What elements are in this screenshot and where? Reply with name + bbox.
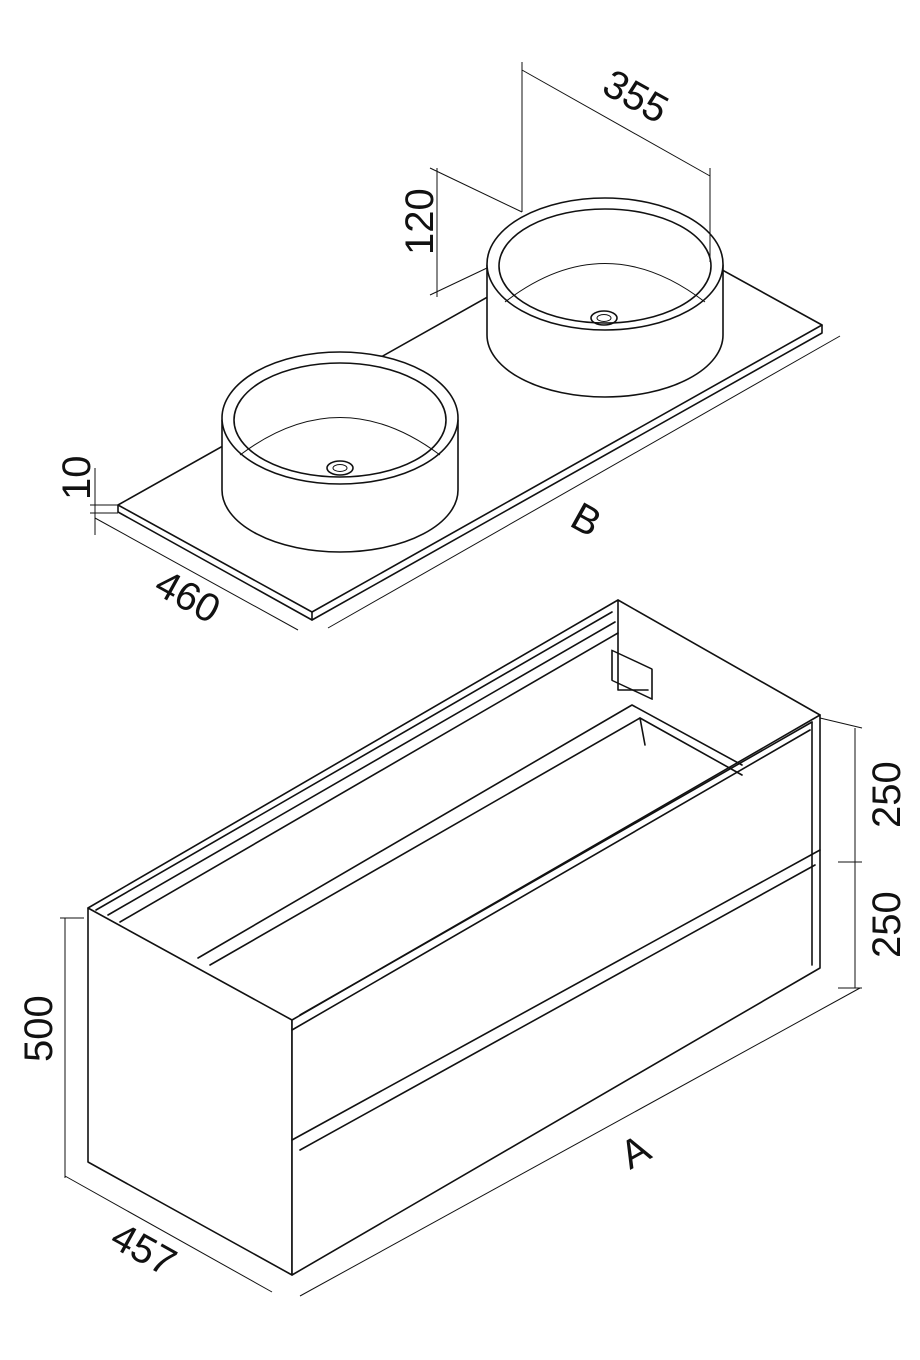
basin-left-bowl [239,417,441,456]
hinge-bracket-icon [611,649,653,700]
drain-right-icon [590,310,618,326]
cabinet [87,599,821,1276]
rail-3 [119,632,619,923]
dim-cabinet-width: A [613,1126,658,1178]
dim-basin-height: 120 [398,188,442,255]
drawer-box-corner [639,717,646,746]
drawer-box-top [197,704,743,959]
cabinet-side-panel [87,907,293,1276]
dim-countertop-width: B [564,494,609,545]
basin-left-inner [233,362,447,478]
rail-2 [107,621,616,916]
dim-drawer-bottom-height: 250 [865,891,909,958]
handle-profile-top [299,721,813,1016]
drawer-divider [291,849,821,1141]
handle-profile-bottom [299,864,816,1151]
basin-right [486,197,724,398]
dim-top-thickness: 10 [55,456,99,501]
dim-cabinet-depth: 457 [104,1214,184,1285]
basin-right-inner [498,208,712,324]
back-panel [617,599,649,691]
dim-basin-diameter: 355 [596,61,676,132]
rail-1 [95,611,613,911]
dim-cabinet-height: 500 [17,995,61,1062]
dim-countertop-depth: 460 [148,561,228,632]
basin-right-bowl [504,263,706,303]
drain-left-icon [326,460,354,476]
basin-left [221,351,459,553]
drawer-top-edge [291,729,811,1031]
dim-drawer-top-height: 250 [865,761,909,828]
drain-left-inner [332,464,348,472]
drain-right-inner [596,314,612,322]
